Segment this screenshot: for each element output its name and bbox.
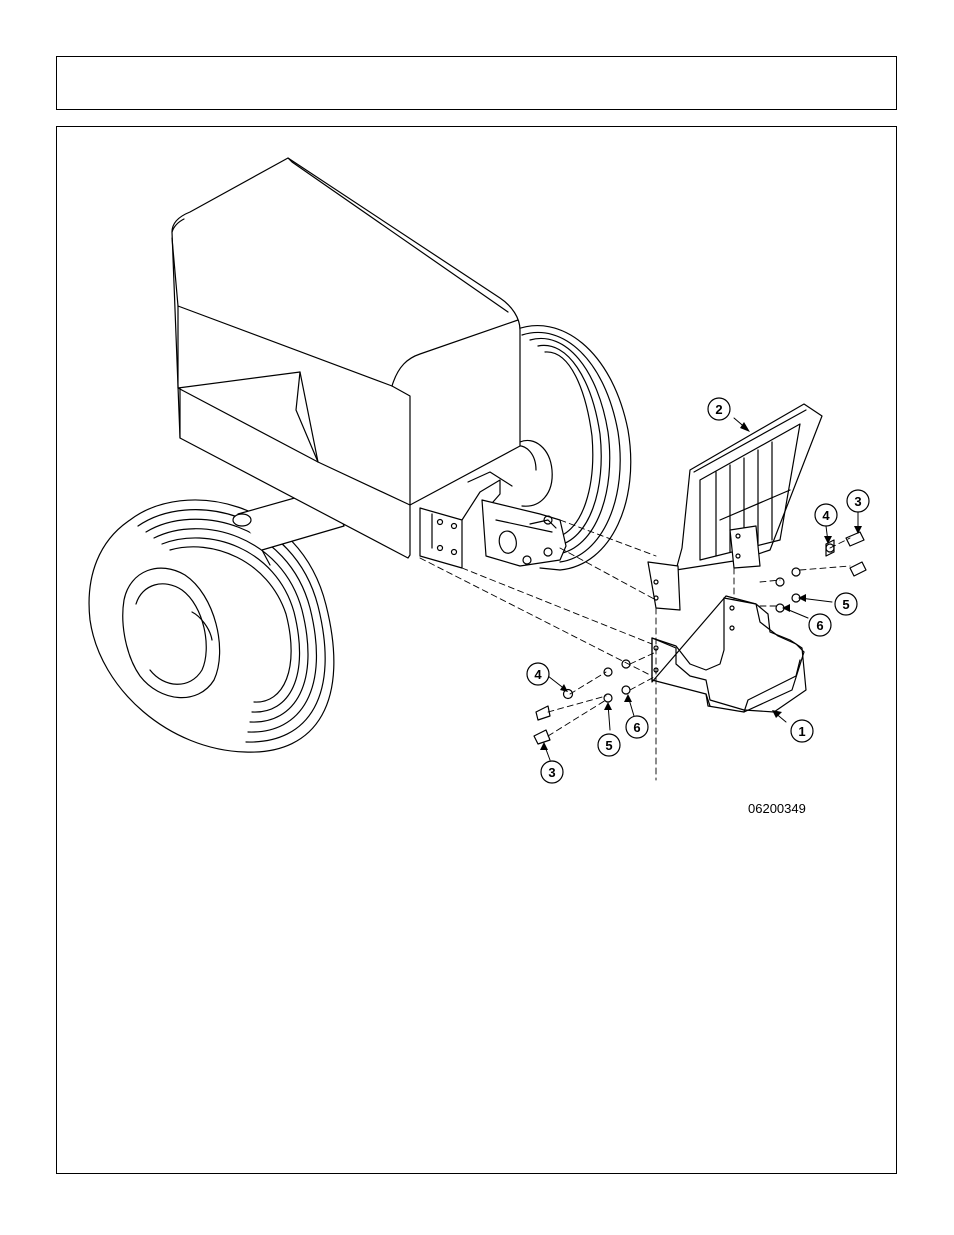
callout-5-left-label: 5 — [605, 738, 612, 753]
callout-2: 2 — [708, 398, 730, 420]
callout-3-left: 3 — [541, 761, 563, 783]
callout-1-label: 1 — [798, 724, 805, 739]
callout-5-right: 5 — [835, 593, 857, 615]
callout-3-right: 3 — [847, 490, 869, 512]
callout-2-label: 2 — [715, 402, 722, 417]
callout-3-left-label: 3 — [548, 765, 555, 780]
callout-5-left: 5 — [598, 734, 620, 756]
callout-4-right-label: 4 — [822, 508, 830, 523]
callout-1: 1 — [791, 720, 813, 742]
callout-6-right-label: 6 — [816, 618, 823, 633]
callout-4-right: 4 — [815, 504, 837, 526]
callout-6-left: 6 — [626, 716, 648, 738]
callout-4-left-label: 4 — [534, 667, 542, 682]
callout-5-right-label: 5 — [842, 597, 849, 612]
drawing-number: 06200349 — [748, 801, 806, 816]
callout-6-right: 6 — [809, 614, 831, 636]
callout-4-left: 4 — [527, 663, 549, 685]
callout-6-left-label: 6 — [633, 720, 640, 735]
callout-3-right-label: 3 — [854, 494, 861, 509]
